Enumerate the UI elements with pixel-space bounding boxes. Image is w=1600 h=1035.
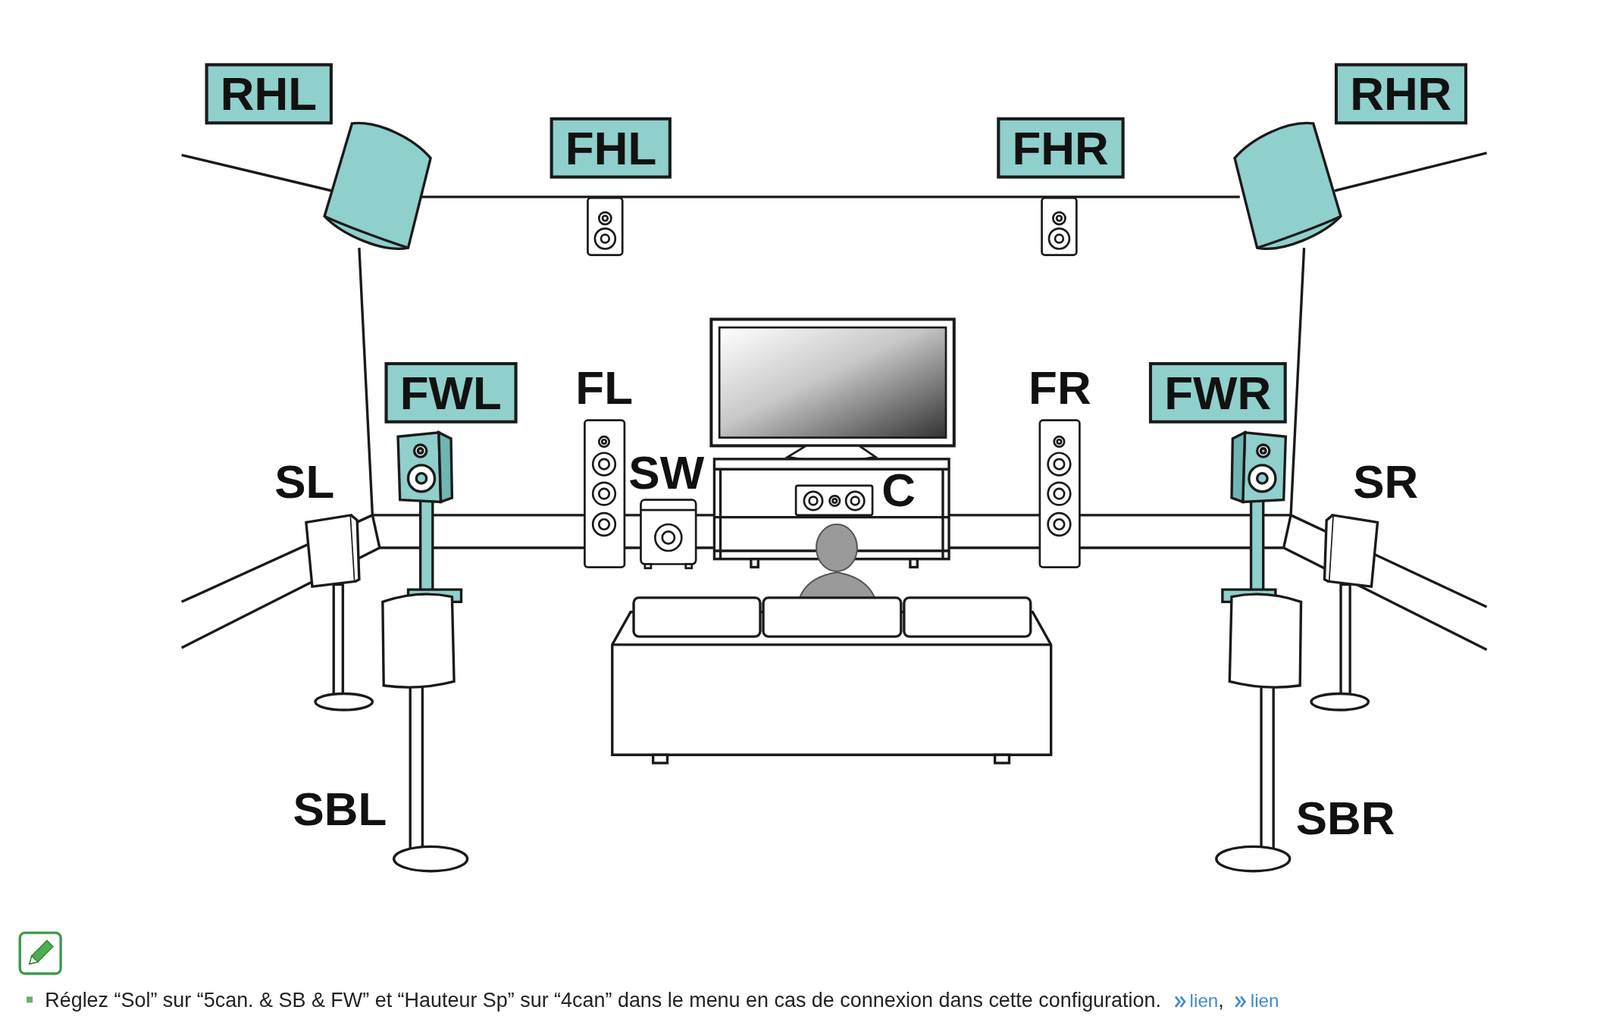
speaker-tag-box: FHR [996, 117, 1125, 179]
speaker-label: SL [274, 457, 335, 505]
tv [710, 319, 954, 461]
speaker-label: C [881, 466, 916, 514]
speaker-label: SBL [292, 785, 387, 833]
speaker-tag: FHL [565, 124, 657, 172]
front-wide-left-speaker [397, 432, 461, 602]
note-text: Réglez “Sol” sur “5can. & SB & FW” et “H… [44, 989, 1162, 1012]
speaker-label: SW [628, 448, 705, 496]
speaker-tag-box: FWL [385, 362, 518, 424]
link-chevron-path [1175, 996, 1185, 1007]
listener [798, 524, 876, 601]
note-row: Réglez “Sol” sur “5can. & SB & FW” et “H… [44, 987, 1279, 1014]
speaker-label: SR [1352, 457, 1419, 505]
center-speaker [795, 485, 873, 516]
height-speaker-rear-right [1234, 122, 1341, 249]
sofa [612, 598, 1052, 764]
speaker-tag: RHL [220, 70, 317, 118]
link-chevron [1173, 995, 1188, 1009]
subwoofer [640, 500, 696, 569]
front-left-tower [584, 420, 625, 568]
front-right-tower [1039, 420, 1081, 568]
speaker-label: SBR [1296, 795, 1396, 843]
link-chevron [1233, 995, 1249, 1009]
note-icon [19, 933, 61, 974]
surround-back-right-speaker [1216, 594, 1302, 872]
surround-back-left-speaker [382, 594, 468, 872]
speaker-label: FL [575, 364, 633, 412]
speaker-tag-box: RHL [205, 62, 333, 125]
height-speaker-rear-left [324, 122, 431, 249]
speaker-tag-box: RHR [1334, 62, 1468, 125]
speaker-tag: FWL [400, 369, 502, 417]
link-text: lien [1250, 990, 1280, 1012]
surround-left-speaker [306, 515, 373, 711]
height-speaker-front-left [587, 197, 623, 255]
speaker-label: FR [1028, 364, 1092, 412]
speaker-tag: FHR [1012, 124, 1109, 172]
height-speaker-front-right [1042, 197, 1078, 255]
separator: , [1218, 989, 1224, 1012]
speaker-tag: RHR [1349, 70, 1452, 118]
surround-right-speaker [1311, 515, 1378, 711]
link-chevron-path [1236, 996, 1246, 1007]
bullet [26, 996, 33, 1003]
speaker-tag-box: FWR [1149, 362, 1287, 424]
speaker-tag: FWR [1164, 369, 1272, 417]
speaker-tag-box: FHL [550, 117, 673, 179]
front-wide-right-speaker [1222, 432, 1286, 602]
link-text: lien [1189, 990, 1219, 1012]
